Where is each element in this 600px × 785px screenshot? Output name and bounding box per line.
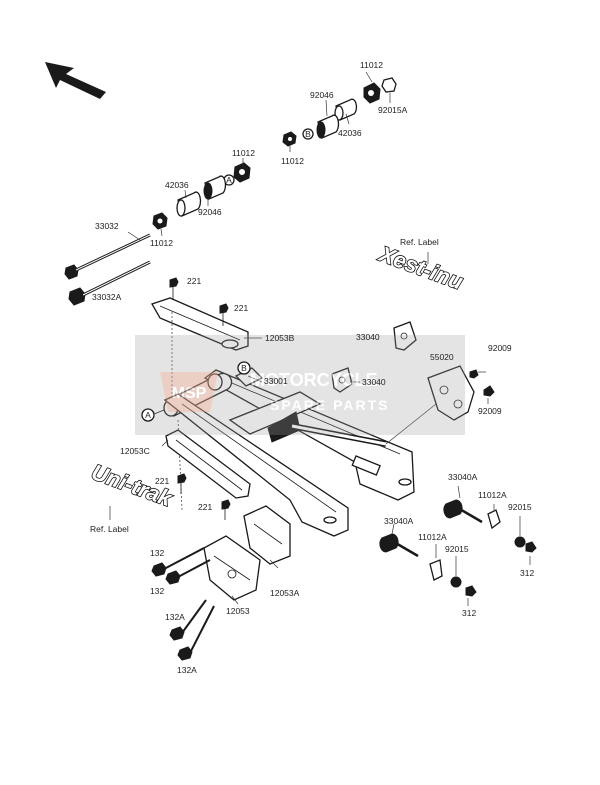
label-11012: 11012 (232, 148, 255, 158)
label-92046: 92046 (310, 90, 334, 100)
label-33040a: 33040A (384, 516, 414, 526)
label-12053b: 12053B (265, 333, 295, 343)
label-ref-label: Ref. Label (400, 237, 439, 247)
label-ref-label: Ref. Label (90, 524, 129, 534)
decal-top: Xest-inu (374, 240, 468, 296)
label-11012a: 11012A (478, 490, 507, 500)
label-92009: 92009 (478, 406, 502, 416)
watermark: MSP MOTORCYCLE SPARE PARTS (135, 335, 465, 435)
label-221: 221 (234, 303, 248, 313)
label-132: 132 (150, 586, 164, 596)
label-312: 312 (520, 568, 534, 578)
label-12053a: 12053A (270, 588, 300, 598)
label-312: 312 (462, 608, 476, 618)
marker-a-top: A (226, 175, 232, 185)
watermark-line2: SPARE PARTS (270, 397, 390, 413)
label-221: 221 (187, 276, 201, 286)
label-33032: 33032 (95, 221, 119, 231)
label-33040: 33040 (362, 377, 386, 387)
label-12053c: 12053C (120, 446, 150, 456)
label-11012a: 11012A (418, 532, 447, 542)
label-92009: 92009 (488, 343, 512, 353)
label-221: 221 (155, 476, 169, 486)
decal-top-text: Xest-inu (374, 241, 467, 295)
label-92015a: 92015A (378, 105, 408, 115)
chain-adjuster-left (379, 523, 477, 606)
label-92046: 92046 (198, 207, 222, 217)
label-11012: 11012 (281, 156, 304, 166)
svg-text:A: A (226, 175, 232, 185)
label-132: 132 (150, 548, 164, 558)
chain-adjuster-right (443, 485, 537, 565)
watermark-line1: MOTORCYCLE (250, 370, 378, 390)
label-33040: 33040 (356, 332, 380, 342)
label-42036: 42036 (338, 128, 362, 138)
label-11012: 11012 (360, 60, 383, 70)
label-33032a: 33032A (92, 292, 122, 302)
marker-a-arm: A (141, 408, 165, 422)
label-221: 221 (198, 502, 212, 512)
svg-text:B: B (241, 363, 247, 373)
svg-text:A: A (145, 410, 151, 420)
bushing-set-left (152, 158, 251, 237)
label-33040a: 33040A (448, 472, 478, 482)
marker-b-top: B (305, 129, 311, 139)
pivot-bolts (64, 231, 151, 306)
label-92015: 92015 (445, 544, 469, 554)
front-direction-arrow-icon (45, 62, 106, 99)
label-132a: 132A (165, 612, 185, 622)
label-132a: 132A (177, 665, 197, 675)
bracket-33040-mid (331, 367, 360, 393)
chain-guide-lower-set (203, 505, 291, 605)
svg-text:B: B (305, 129, 311, 139)
label-11012: 11012 (150, 238, 173, 248)
chain-guide-lower (161, 429, 251, 520)
chain-guide-upper (151, 277, 262, 351)
label-33001: 33001 (264, 376, 288, 386)
label-55020: 55020 (430, 352, 454, 362)
label-42036: 42036 (165, 180, 189, 190)
marker-b-arm: B (237, 361, 251, 375)
bracket-55020 (427, 365, 495, 421)
label-92015: 92015 (508, 502, 532, 512)
watermark-badge: MSP (160, 372, 218, 412)
watermark-badge-text: MSP (172, 385, 207, 402)
bushing-set-upper-right (282, 71, 397, 152)
part-labels: 11012 92046 92015A 42036 11012 11012 420… (90, 60, 534, 675)
bracket-33040-top (393, 321, 417, 351)
label-12053: 12053 (226, 606, 250, 616)
bolts-132 (151, 547, 215, 661)
